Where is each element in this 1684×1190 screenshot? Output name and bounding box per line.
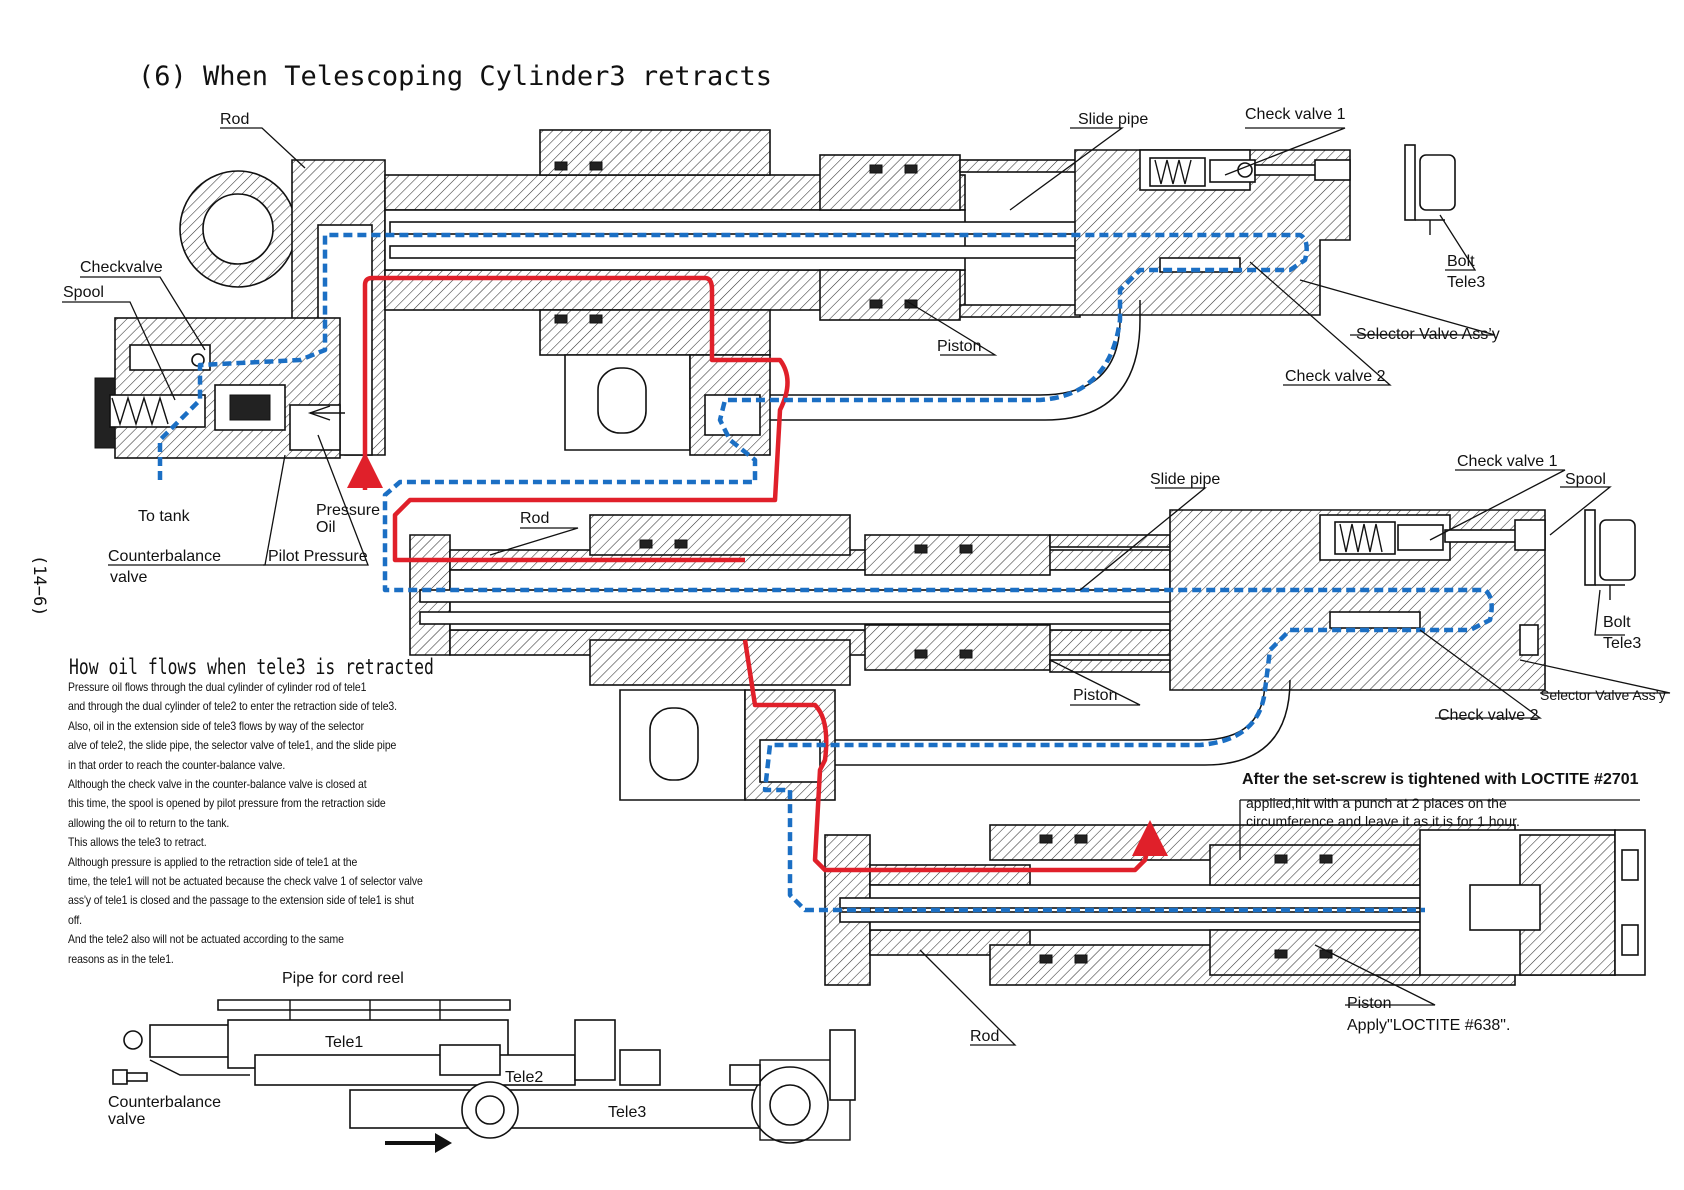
label-tele2: Tele2 [505, 1069, 543, 1086]
label-spool-left: Spool [63, 284, 104, 301]
counterbalance-valve [94, 317, 345, 459]
tele2-cylinder-assembly [409, 509, 1636, 801]
label-set-screw-note-2: applied,hit with a punch at 2 places on … [1246, 795, 1507, 811]
label-check-valve-2-mid: Check valve 2 [1438, 707, 1539, 724]
label-check-valve-2-top: Check valve 2 [1285, 368, 1386, 385]
description-line: allowing the oil to return to the tank. [68, 816, 230, 830]
label-piston-top: Piston [937, 338, 981, 355]
label-counterbalance-valve-1: Counterbalance [108, 548, 221, 565]
label-pipe-for-cord-reel: Pipe for cord reel [282, 970, 404, 987]
label-tele3-small: Tele3 [608, 1104, 646, 1121]
label-selector-valve-mid: Selector Valve Ass’y [1540, 687, 1666, 703]
label-selector-valve-top: Selector Valve Ass’y [1356, 326, 1500, 343]
description-line: And the tele2 also will not be actuated … [68, 933, 344, 947]
description-line: alve of tele2, the slide pipe, the selec… [68, 739, 397, 753]
label-counterbalance-valve-2: valve [110, 569, 147, 586]
description-line: Pressure oil flows through the dual cyli… [68, 681, 367, 694]
tele1-cylinder-assembly [179, 129, 1456, 456]
label-check-valve-1-mid: Check valve 1 [1457, 453, 1558, 470]
description-line: time, the tele1 will not be actuated bec… [68, 875, 423, 889]
page-title: (6) When Telescoping Cylinder3 retracts [138, 61, 772, 92]
label-check-valve-1-top: Check valve 1 [1245, 106, 1346, 123]
tele3-cylinder-assembly [824, 824, 1646, 986]
label-set-screw-note-1: After the set-screw is tightened with LO… [1242, 771, 1639, 788]
label-bolt-top: Bolt [1447, 253, 1475, 270]
description-line: reasons as in the tele1. [68, 952, 174, 966]
label-rod-mid: Rod [520, 510, 549, 527]
label-to-tank: To tank [138, 508, 191, 525]
label-piston-bottom: Piston [1347, 995, 1391, 1012]
page-number: (14−6) [29, 555, 49, 616]
description-line: Also, oil in the extension side of tele3… [68, 719, 364, 733]
label-spool-mid: Spool [1565, 471, 1606, 488]
label-checkvalve: Checkvalve [80, 259, 163, 276]
label-apply-loctite: Apply"LOCTITE #638". [1347, 1017, 1510, 1034]
label-slide-pipe-top: Slide pipe [1078, 111, 1148, 128]
description-heading: How oil flows when tele3 is retracted [69, 656, 434, 679]
label-tele3-mid: Tele3 [1603, 635, 1641, 652]
label-set-screw-note-3: circumference and leave it as it is for … [1246, 813, 1520, 829]
description-line: Although pressure is applied to the retr… [68, 855, 358, 869]
description-line: off. [68, 913, 82, 927]
return-oil-path [157, 232, 1494, 913]
overview-sketch: Pipe for cord reel Tele1 Tele2 Tele3 Cou… [108, 970, 856, 1153]
label-tele3-top: Tele3 [1447, 274, 1485, 291]
description-line: and through the dual cylinder of tele2 t… [68, 700, 397, 714]
label-pressure-oil-2: Oil [316, 519, 336, 536]
description-line: ass'y of tele1 is closed and the passage… [68, 894, 414, 908]
description-line: This allows the tele3 to retract. [68, 836, 207, 850]
description-text: Pressure oil flows through the dual cyli… [68, 678, 428, 969]
leader-lines [62, 127, 1671, 1046]
label-counterbalance-small-1: Counterbalance [108, 1094, 221, 1111]
description-line: Although the check valve in the counter-… [68, 778, 367, 792]
label-rod-top: Rod [220, 111, 249, 128]
label-counterbalance-small-2: valve [108, 1111, 145, 1128]
label-pilot-pressure: Pilot Pressure [268, 548, 368, 565]
label-piston-mid: Piston [1073, 687, 1117, 704]
description-line: this time, the spool is opened by pilot … [68, 797, 386, 811]
description-line: in that order to reach the counter-balan… [68, 758, 286, 772]
label-pressure-oil-1: Pressure [316, 502, 380, 519]
label-tele1: Tele1 [325, 1034, 363, 1051]
pressure-oil-path [362, 275, 1153, 873]
label-bolt-mid: Bolt [1603, 614, 1631, 631]
rod-eye-hole [202, 193, 274, 265]
label-slide-pipe-mid: Slide pipe [1150, 471, 1220, 488]
label-rod-bottom: Rod [970, 1028, 999, 1045]
